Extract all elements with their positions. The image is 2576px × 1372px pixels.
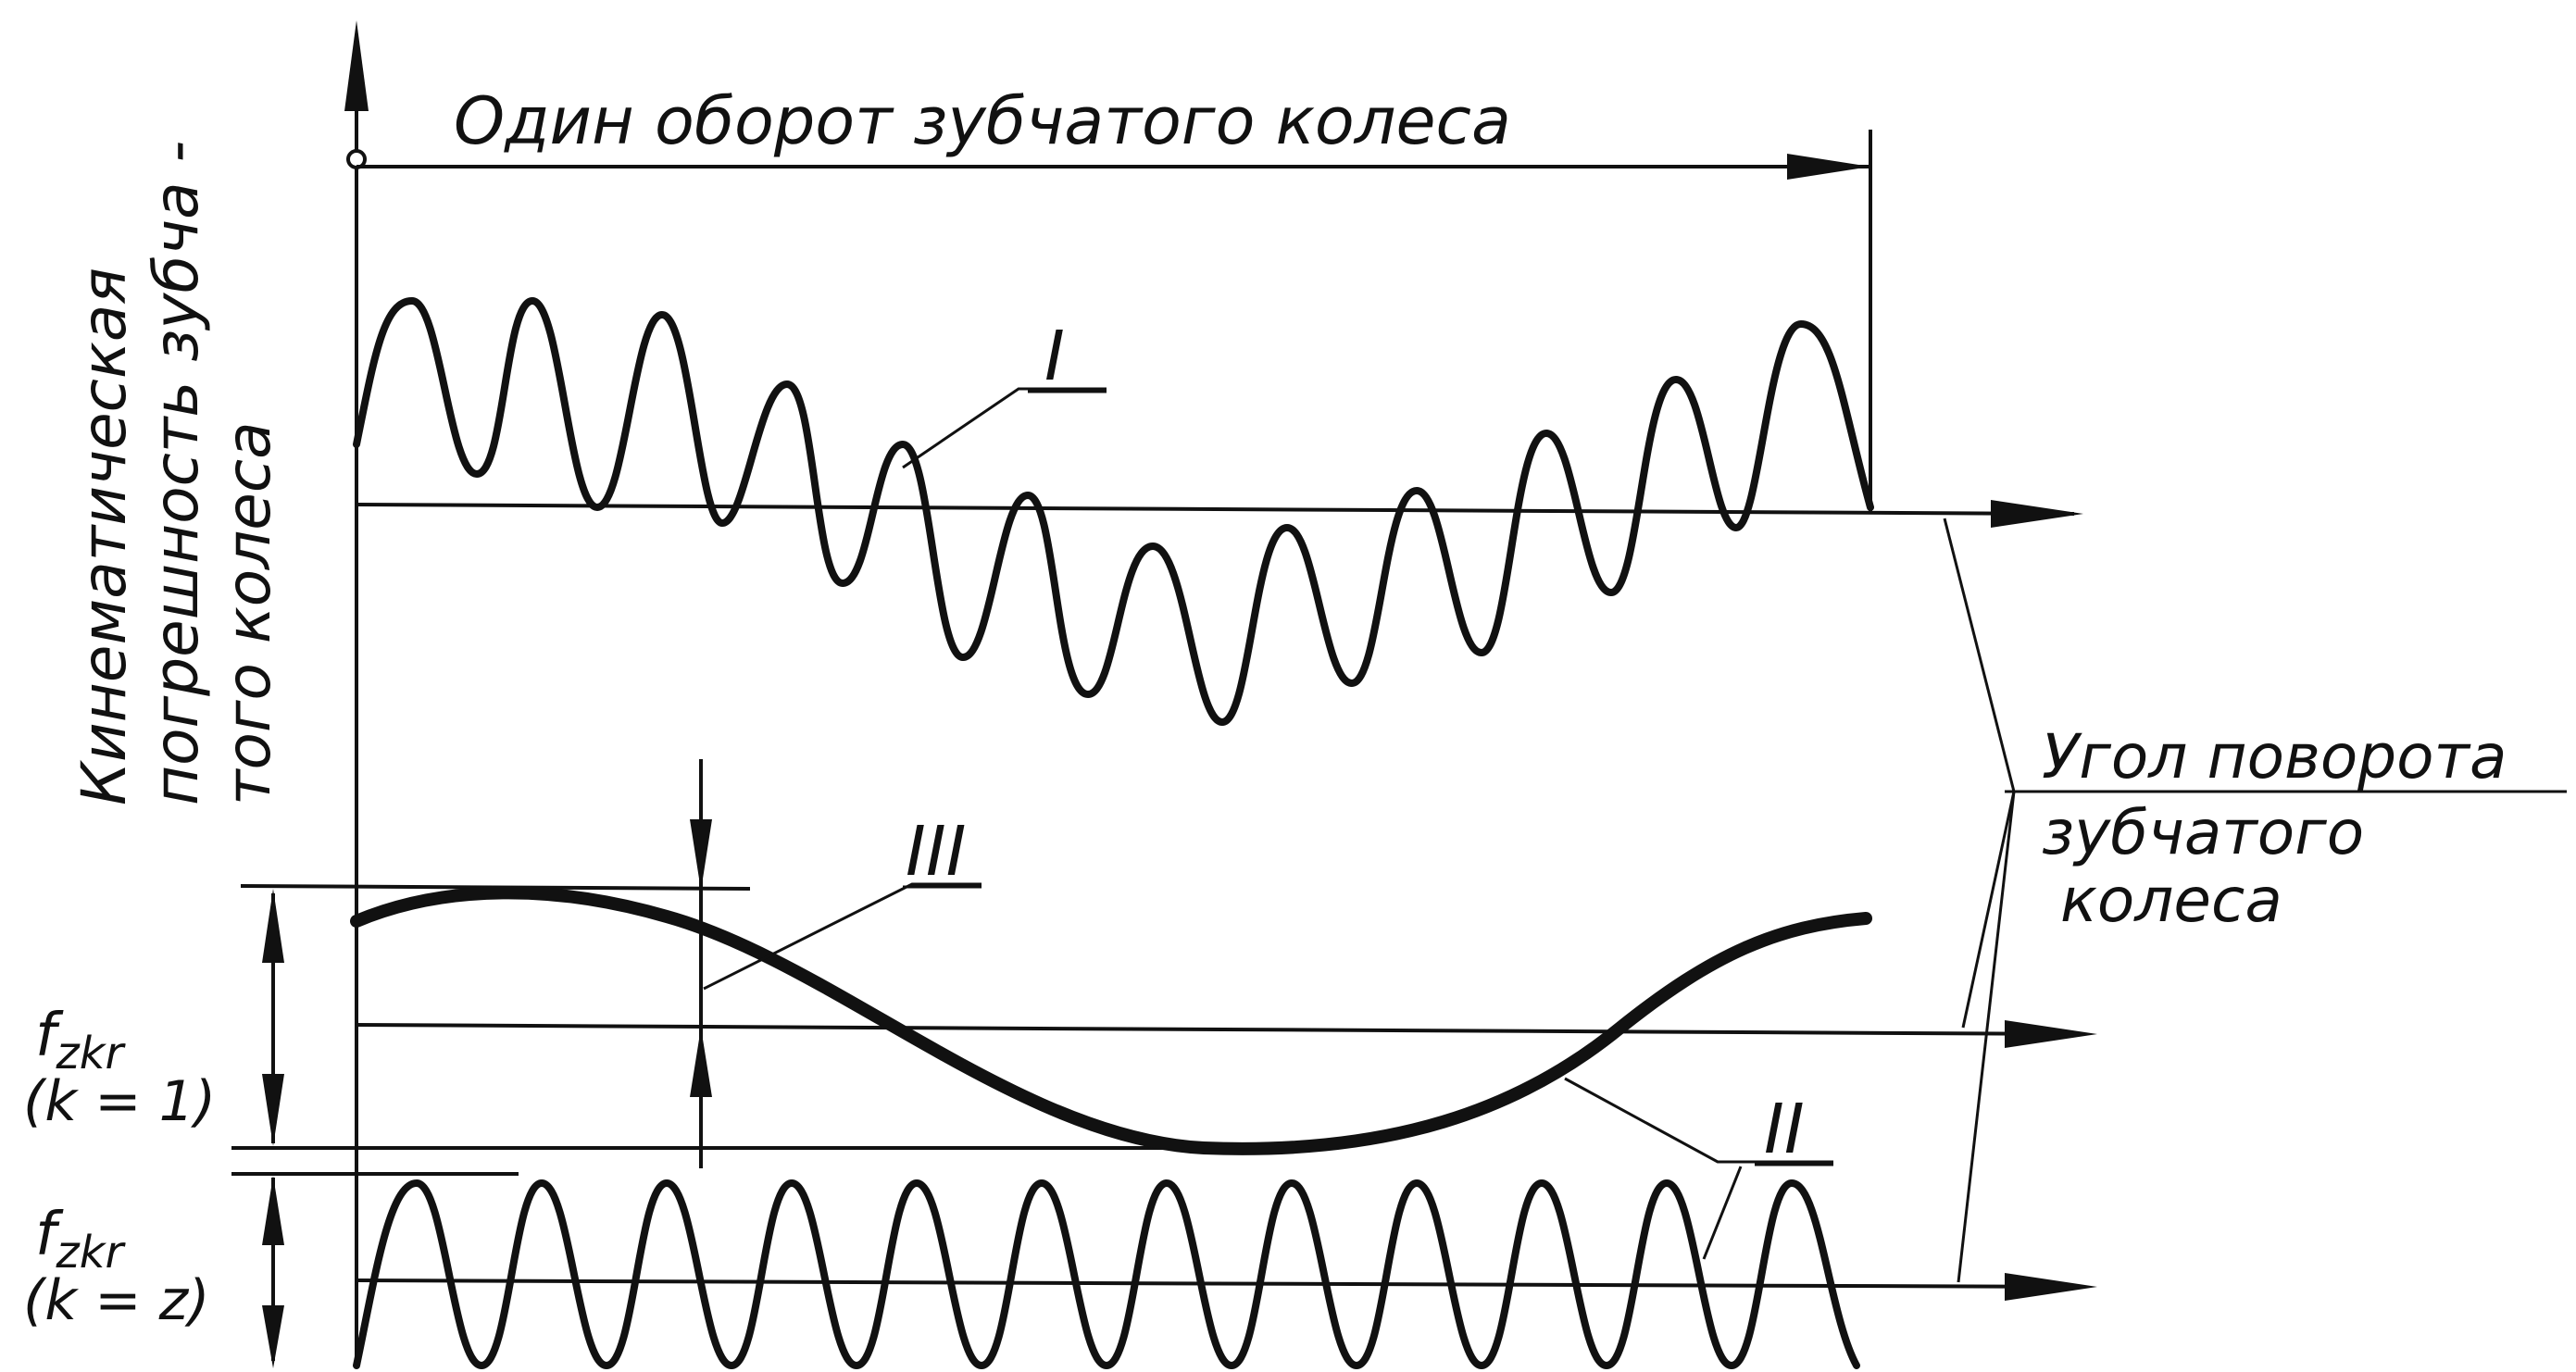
- revolution-dimension-arrow: [1787, 154, 1870, 180]
- curve-I-leader: [902, 387, 1107, 469]
- k1-dim-arrow-bottom: [262, 1074, 284, 1146]
- curve-II-label: II: [1764, 1090, 1805, 1169]
- fzkr-kz-symbol: fzkr: [35, 1201, 127, 1278]
- kz-dim-arrow-bottom: [262, 1305, 284, 1368]
- curve-III-label: III: [906, 812, 966, 892]
- curve-kz-axis-arrow: [2005, 1273, 2097, 1301]
- curve-k1-axis: [356, 1023, 2084, 1036]
- y-axis-title-line1: Кинематическая: [69, 268, 140, 805]
- fzkr-k1-condition: (k = 1): [23, 1069, 216, 1134]
- fzkr-kz-condition: (k = z): [23, 1268, 209, 1333]
- curve-I: [353, 297, 1874, 726]
- x-label-leader-bottom: [1957, 791, 2016, 1283]
- x-axis-title-line3: колеса: [2060, 865, 2282, 936]
- y-axis-title-line3: того колеса: [213, 421, 284, 805]
- curve-III-leader: [703, 882, 982, 991]
- curve-II-leader-lower: [1702, 1166, 1743, 1260]
- curve-II-kz: [353, 1179, 1860, 1369]
- curve-III-arrow-up: [690, 1028, 712, 1097]
- x-axis-title-line2: зубчатого: [2042, 797, 2364, 868]
- x-axis-title-line1: Угол поворота: [2042, 721, 2507, 792]
- y-axis-title: Кинематическая погрешность зубча - того …: [69, 141, 284, 805]
- curve-I-axis-arrow: [1991, 500, 2083, 528]
- y-axis-title-line2: погрешность зубча -: [141, 141, 212, 805]
- curve-k1-axis-arrow: [2005, 1020, 2097, 1048]
- curve-I-label: I: [1044, 317, 1065, 396]
- x-label-leader-top: [1943, 518, 2016, 792]
- curve-I-axis: [356, 503, 2075, 516]
- curve-kz-axis: [356, 1278, 2084, 1289]
- kz-dim-arrow-top: [262, 1176, 284, 1245]
- y-axis-arrow: [344, 20, 369, 111]
- fzkr-k1-symbol: fzkr: [35, 1002, 127, 1079]
- k1-dim-arrow-top: [262, 889, 284, 963]
- curve-II-leader-upper: [1564, 1077, 1833, 1164]
- x-label-leader-mid: [1961, 791, 2016, 1029]
- curve-III: [350, 886, 1872, 1155]
- top-title: Один оборот зубчатого колеса: [454, 83, 1511, 159]
- curve-III-arrow-down: [690, 819, 712, 891]
